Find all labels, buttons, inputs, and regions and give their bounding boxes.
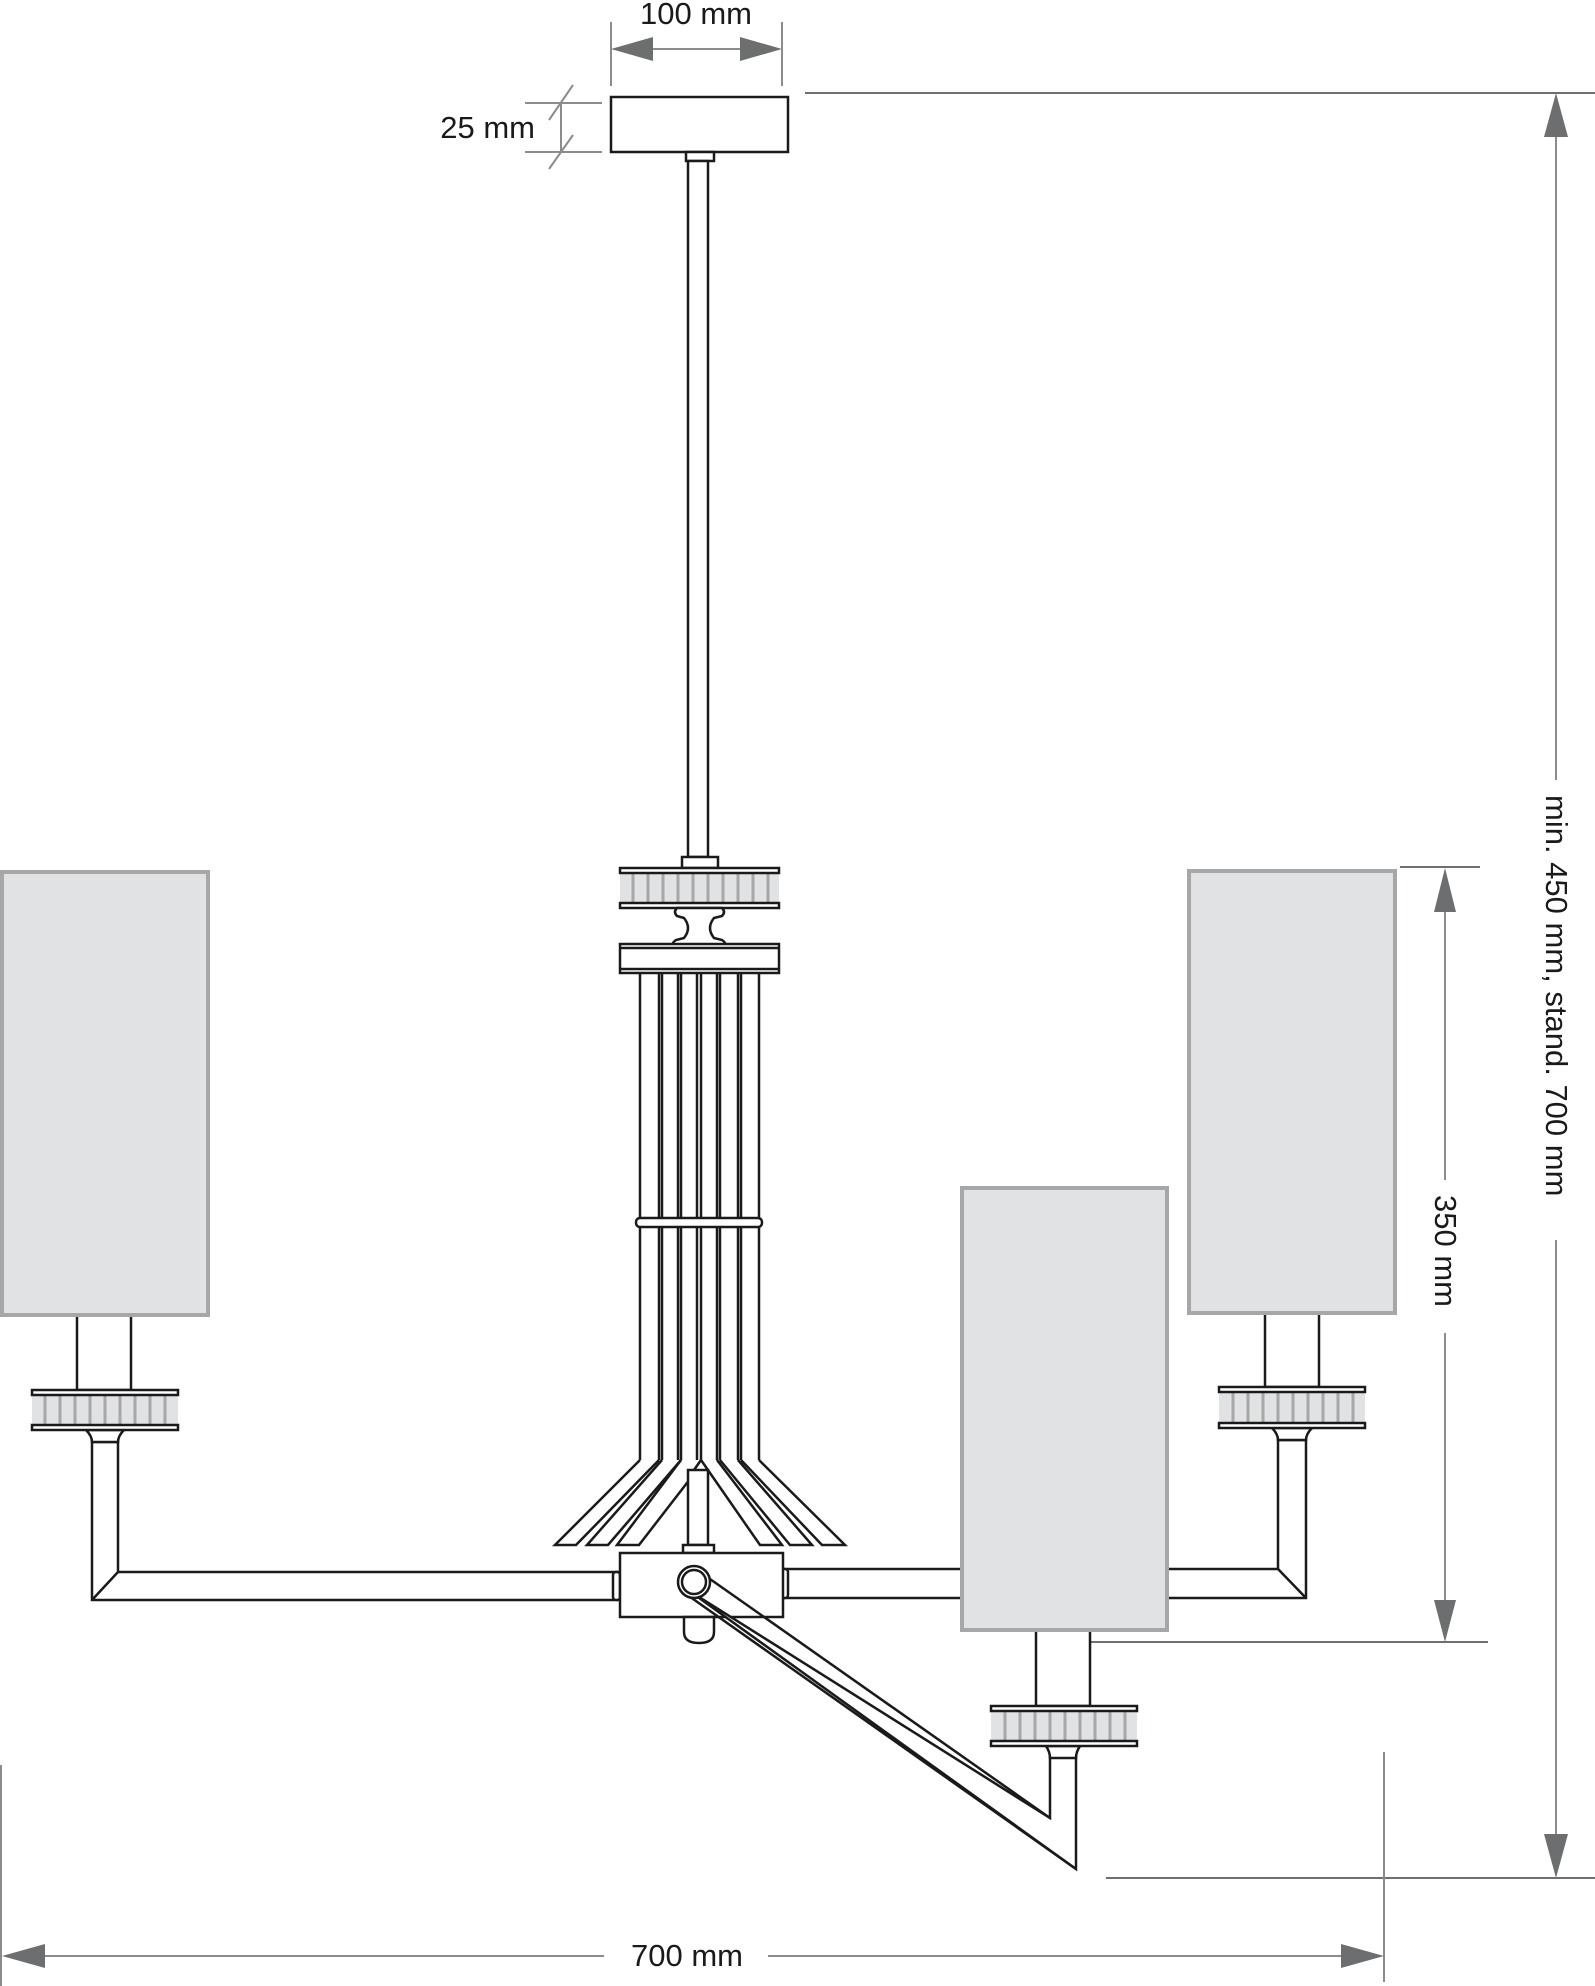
arrow-right-icon [740,37,782,61]
arrow-left-icon [2,1944,45,1968]
canopy-height-label: 25 mm [440,110,535,145]
hub-bottom-finial [682,1615,716,1645]
arrow-up-icon [1544,93,1568,137]
canopy-nipple [684,150,716,163]
shade-span-label: 350 mm [1428,1195,1463,1307]
right-arm-shade [1187,869,1397,1430]
dimension-overall-height: min. 450 mm, stand. 700 mm [805,92,1595,1879]
front-candle-tube [1034,1628,1092,1708]
overall-width-label: 700 mm [631,1938,743,1973]
ceiling-canopy [609,95,790,154]
left-candle-tube [75,1313,133,1392]
suspension-rod [686,159,710,859]
arrow-down-icon [1434,1600,1456,1642]
overall-height-label: min. 450 mm, stand. 700 mm [1539,795,1574,1196]
front-lampshade [960,1186,1169,1632]
arrow-left-icon [611,37,653,61]
right-lampshade [1187,869,1397,1315]
rod-coupler [680,855,720,870]
cage-band [634,1216,764,1229]
arrow-up-icon [1434,868,1456,912]
right-candle-tube [1263,1311,1321,1389]
upper-ring [618,866,781,910]
center-stem [686,1468,710,1547]
left-arm-shade [0,870,210,1432]
left-arm [82,1428,622,1602]
cage-column [634,973,764,1460]
canopy-width-label: 100 mm [640,0,752,31]
dimension-shade-span: 350 mm [1090,866,1488,1643]
dimension-canopy-width: 100 mm [610,0,783,86]
cage-splayed-feet [551,1459,849,1555]
turned-finial [671,906,727,948]
arrow-down-icon [1544,1834,1568,1878]
arrow-right-icon [1341,1944,1384,1968]
dimension-canopy-height: 25 mm [440,84,602,170]
front-arm-shade [960,1186,1169,1748]
dimension-overall-width: 700 mm [0,1752,1385,1986]
left-lampshade [0,870,210,1317]
